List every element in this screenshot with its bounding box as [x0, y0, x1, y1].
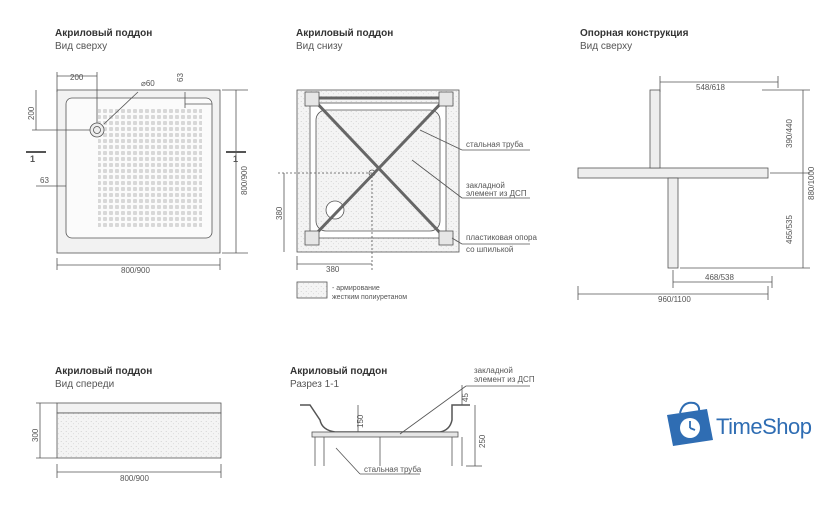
label-section-insert-1: закладной — [474, 366, 513, 375]
dim-960: 960/1100 — [658, 295, 691, 304]
dim-63-right: 63 — [176, 73, 185, 82]
label-steel-pipe: стальная труба — [466, 140, 524, 149]
timeshop-logo-icon — [667, 401, 713, 446]
frame-bottom-leg — [667, 177, 679, 269]
brand-name: TimeShop — [716, 414, 812, 439]
dim-45: 45 — [461, 393, 470, 402]
top-view-subtitle: Вид сверху — [55, 41, 108, 52]
drain-underside — [325, 200, 345, 220]
section-profile — [300, 404, 470, 433]
section-view — [300, 385, 530, 475]
front-rim — [56, 402, 222, 414]
frame-view-title: Опорная конструкция — [580, 28, 689, 39]
label-section-steel-pipe: стальная труба — [364, 465, 422, 474]
frame-crossbar — [577, 167, 769, 179]
dim-880: 880/1000 — [807, 166, 816, 200]
frame-view-subtitle: Вид сверху — [580, 41, 633, 52]
dim-468: 468/538 — [705, 273, 734, 282]
dim-63-left: 63 — [40, 176, 49, 185]
drain-hole — [89, 122, 105, 138]
dim-150: 150 — [356, 414, 365, 428]
dim-top-depth: 800/900 — [240, 166, 249, 195]
bottom-view — [278, 89, 530, 299]
frame-view — [577, 76, 810, 300]
antislip-texture — [98, 108, 202, 228]
dim-top-width: 800/900 — [121, 266, 150, 275]
label-section-insert-2: элемент из ДСП — [474, 375, 535, 384]
foot-tl — [304, 91, 320, 107]
legend-swatch — [296, 281, 328, 299]
dim-380-h: 380 — [326, 265, 340, 274]
legend-text-2: жестким полиуретаном — [332, 294, 407, 301]
label-insert-2: элемент из ДСП — [466, 189, 527, 198]
dim-250: 250 — [478, 434, 487, 448]
legend-text-1: - армирование — [332, 285, 380, 292]
section-mark-right: 1 — [233, 154, 238, 164]
section-view-subtitle: Разрез 1-1 — [290, 379, 340, 390]
dim-300: 300 — [31, 428, 40, 442]
foot-bl — [304, 230, 320, 246]
dim-465: 465/535 — [785, 215, 794, 244]
dim-390: 390/440 — [785, 119, 794, 148]
front-view — [36, 402, 222, 478]
section-panel — [311, 431, 459, 438]
dim-200-left: 200 — [27, 106, 36, 120]
foot-br — [438, 230, 454, 246]
label-insert-1: закладной — [466, 181, 505, 190]
label-plastic-1: пластиковая опора — [466, 233, 537, 242]
foot-tr — [438, 91, 454, 107]
dim-548: 548/618 — [696, 83, 725, 92]
dim-200: 200 — [70, 73, 84, 82]
top-view — [26, 72, 248, 270]
front-view-title: Акриловый поддон — [55, 366, 153, 377]
label-plastic-2: со шпилькой — [466, 245, 513, 254]
dim-d60: ⌀60 — [141, 79, 155, 88]
section-mark-left: 1 — [30, 154, 35, 164]
section-view-title: Акриловый поддон — [290, 366, 388, 377]
bottom-view-title: Акриловый поддон — [296, 28, 394, 39]
bottom-view-subtitle: Вид снизу — [296, 41, 343, 52]
top-view-title: Акриловый поддон — [55, 28, 153, 39]
front-panel — [56, 412, 222, 459]
drain-inner — [93, 126, 101, 134]
front-view-subtitle: Вид спереди — [55, 379, 115, 390]
dim-380-v: 380 — [275, 206, 284, 220]
frame-top-leg — [649, 89, 661, 169]
dim-front-width: 800/900 — [120, 474, 149, 483]
